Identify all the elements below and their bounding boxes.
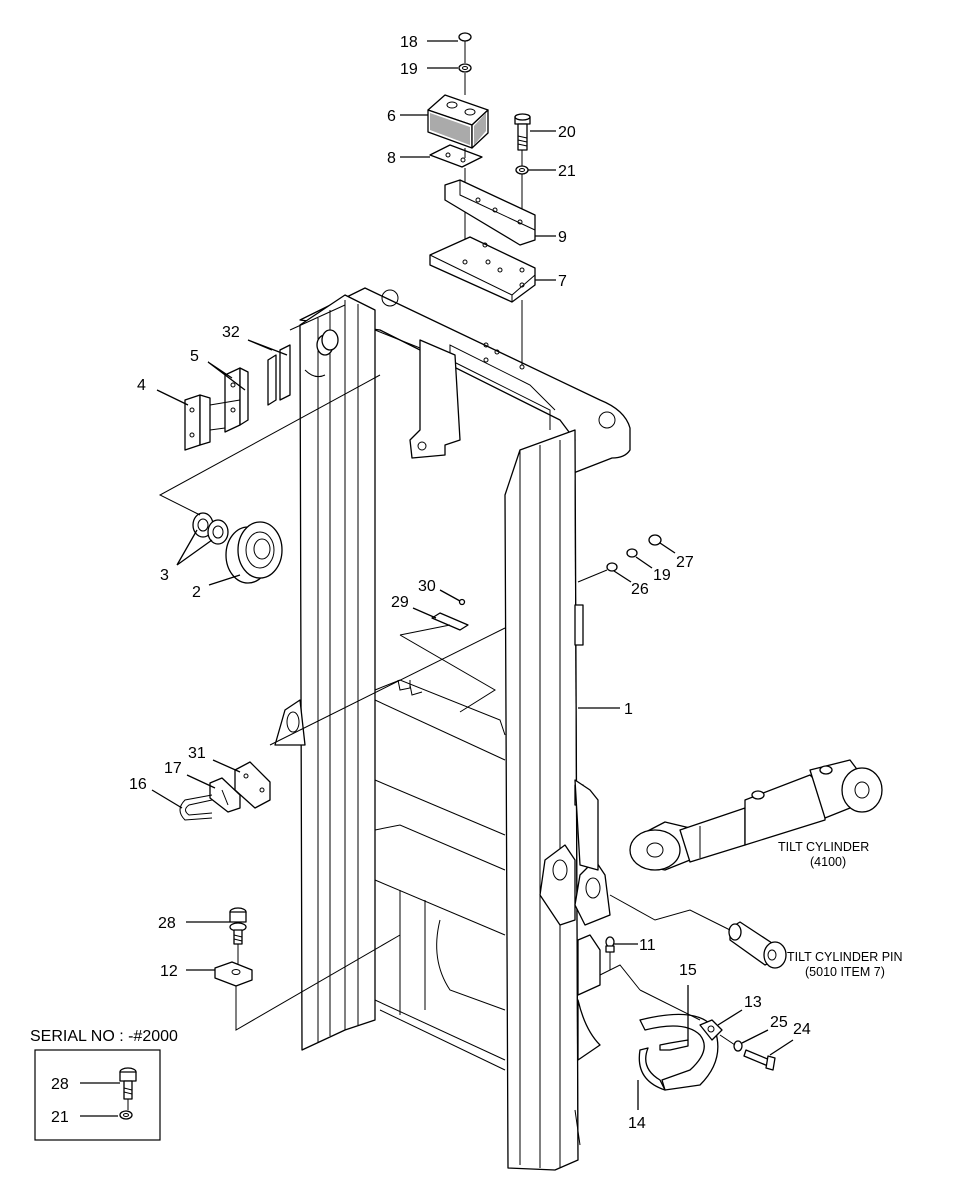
- callout-13: 13: [744, 994, 762, 1011]
- tilt-cylinder: [629, 759, 883, 871]
- serial-inset: SERIAL NO : -#2000 28 21: [30, 1028, 178, 1141]
- callout-11: 11: [639, 937, 656, 954]
- callout-19-right: 19: [653, 567, 671, 584]
- callout-30: 30: [418, 578, 436, 595]
- callout-24: 24: [793, 1021, 811, 1038]
- tilt-cylinder-pin-ref: (5010 ITEM 7): [805, 965, 885, 979]
- callout-19: 19: [400, 61, 418, 78]
- left-parts: [158, 304, 381, 584]
- callout-31: 31: [188, 745, 206, 762]
- callout-21-inset: 21: [51, 1109, 69, 1126]
- callout-6: 6: [387, 108, 396, 125]
- callout-1: 1: [624, 701, 633, 718]
- callout-numbers: 18 19 6 20 8 21 9 7 32 5 4 3 2 30 29 27 …: [129, 34, 811, 1132]
- serial-box-frame: [34, 1049, 161, 1141]
- bearing-2: [225, 521, 283, 584]
- tilt-cylinder-label: TILT CYLINDER: [778, 840, 869, 854]
- callout-17: 17: [164, 760, 182, 777]
- callout-28: 28: [158, 915, 176, 932]
- serial-number-title: SERIAL NO : -#2000: [30, 1028, 178, 1045]
- callout-15: 15: [679, 962, 697, 979]
- middle-parts: [179, 598, 506, 1031]
- callout-9: 9: [558, 229, 567, 246]
- callout-2: 2: [192, 584, 201, 601]
- callout-29: 29: [391, 594, 409, 611]
- callout-4: 4: [137, 377, 146, 394]
- callout-12: 12: [160, 963, 178, 980]
- callout-27: 27: [676, 554, 694, 571]
- callout-28-inset: 28: [51, 1076, 69, 1093]
- callout-8: 8: [387, 150, 396, 167]
- callout-25: 25: [770, 1014, 788, 1031]
- callout-32: 32: [222, 324, 240, 341]
- rubber-pad-6: [427, 94, 489, 149]
- callout-18: 18: [400, 34, 418, 51]
- assembly-labels: TILT CYLINDER (4100) TILT CYLINDER PIN (…: [778, 840, 903, 979]
- callout-leaders: [80, 40, 794, 1117]
- callout-21: 21: [558, 163, 576, 180]
- callout-3: 3: [160, 567, 169, 584]
- tilt-cylinder-pin: [609, 894, 787, 969]
- callout-14: 14: [628, 1115, 646, 1132]
- outer-mast: [274, 287, 641, 1171]
- callout-7: 7: [558, 273, 567, 290]
- callout-16: 16: [129, 776, 147, 793]
- callout-26: 26: [631, 581, 649, 598]
- tilt-cylinder-pin-label: TILT CYLINDER PIN: [787, 950, 903, 964]
- callout-20: 20: [558, 124, 576, 141]
- callout-5: 5: [190, 348, 199, 365]
- top-parts: [427, 32, 536, 370]
- tilt-cylinder-ref: (4100): [810, 855, 846, 869]
- right-parts: [577, 534, 776, 1091]
